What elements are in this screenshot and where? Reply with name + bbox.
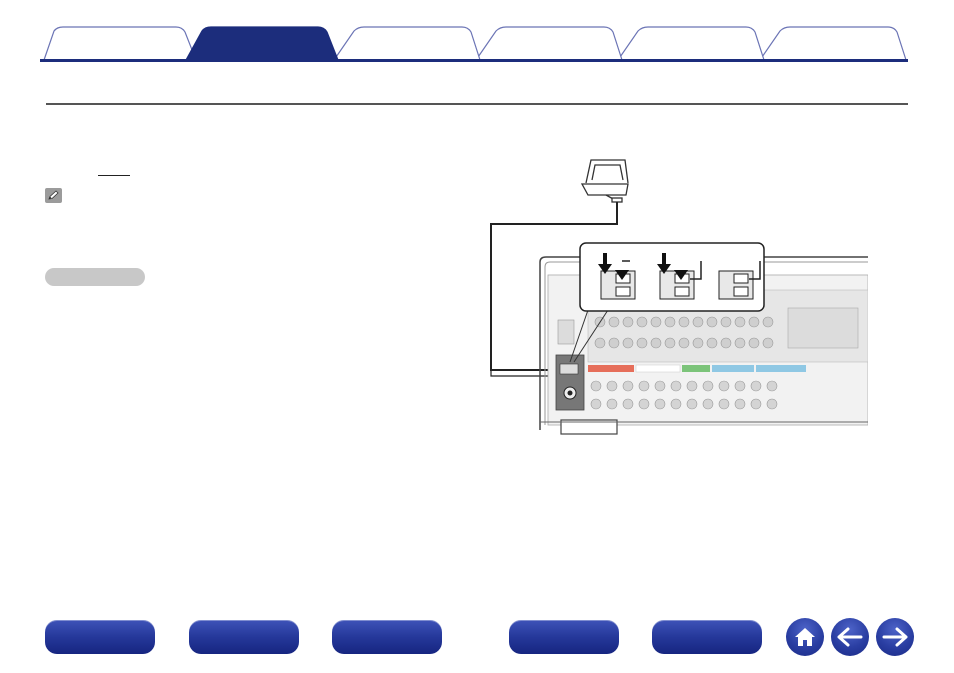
tab-1-label xyxy=(54,30,184,58)
tab-4-label xyxy=(484,30,614,58)
tab-underline xyxy=(40,59,908,62)
tab-1[interactable] xyxy=(44,26,194,60)
home-icon xyxy=(795,628,815,646)
nav-button-1[interactable] xyxy=(45,620,155,654)
section-divider xyxy=(46,103,908,105)
tab-6[interactable] xyxy=(762,26,906,60)
nav-button-2[interactable] xyxy=(189,620,299,654)
tab-strip-graphic xyxy=(43,26,907,61)
terminal-zoom-callout xyxy=(569,242,765,363)
tab-4[interactable] xyxy=(478,26,620,60)
tab-5[interactable] xyxy=(620,26,762,60)
arrow-right-icon xyxy=(882,627,908,647)
pencil-icon xyxy=(45,188,62,203)
page-reference-link[interactable] xyxy=(98,163,130,176)
nav-button-3[interactable] xyxy=(332,620,442,654)
home-button[interactable] xyxy=(786,618,824,656)
am-loop-antenna xyxy=(580,159,629,203)
tab-3-label xyxy=(342,30,472,58)
tab-2-active[interactable] xyxy=(188,26,336,60)
nav-button-5[interactable] xyxy=(652,620,762,654)
antenna-connection-diagram xyxy=(490,159,868,435)
forward-button[interactable] xyxy=(876,618,914,656)
back-button[interactable] xyxy=(831,618,869,656)
tab-2-label xyxy=(198,30,328,58)
tab-5-label xyxy=(626,30,756,58)
tab-6-label xyxy=(768,30,898,58)
arrow-left-icon xyxy=(837,627,863,647)
related-topic-pill[interactable] xyxy=(45,268,145,286)
nav-button-4[interactable] xyxy=(509,620,619,654)
tab-3[interactable] xyxy=(336,26,478,60)
